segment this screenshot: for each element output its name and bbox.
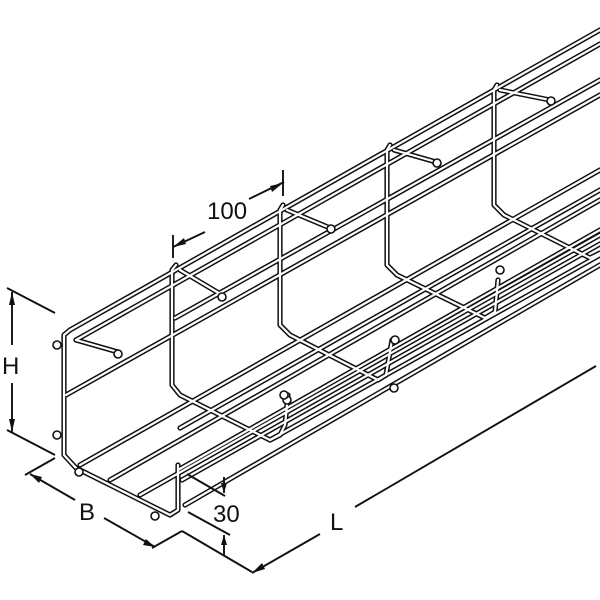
dimension-b bbox=[24, 457, 183, 549]
dimension-30 bbox=[186, 473, 231, 556]
dimension-l bbox=[181, 365, 597, 574]
dimension-h bbox=[6, 287, 56, 456]
dimension-label-100: 100 bbox=[207, 198, 248, 225]
dimension-label-30: 30 bbox=[213, 501, 240, 528]
dimension-100 bbox=[172, 170, 285, 258]
dimension-label-l: L bbox=[330, 509, 344, 536]
dimension-label-b: B bbox=[79, 499, 96, 526]
weld-points bbox=[52, 96, 556, 521]
dimension-label-h: H bbox=[2, 353, 20, 380]
